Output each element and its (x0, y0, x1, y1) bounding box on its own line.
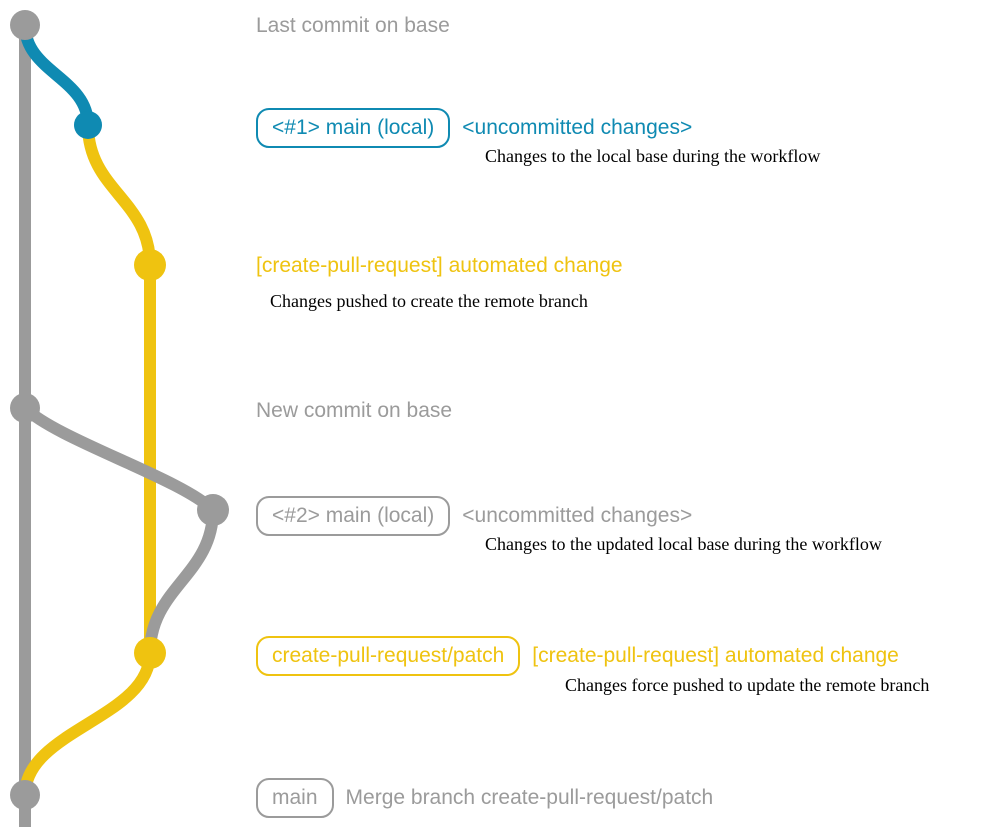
headline-merge-commit: Merge branch create-pull-request/patch (345, 786, 714, 809)
edge-patch-2-to-merge (19, 647, 156, 801)
row-local-uncommitted-1: <#1> main (local) <uncommitted changes> (256, 108, 692, 148)
row-automated-change-create: [create-pull-request] automated change (256, 254, 623, 278)
description-automated-change-create: Changes pushed to create the remote bran… (270, 291, 588, 311)
badge-main-local-2[interactable]: <#2> main (local) (256, 496, 451, 536)
headline-last-commit-on-base: Last commit on base (256, 14, 450, 37)
edge-local-1-to-patch-1 (82, 119, 156, 271)
headline-automated-change-update: [create-pull-request] automated change (532, 644, 899, 667)
node-patch-1[interactable] (134, 249, 166, 281)
row-local-uncommitted-2: <#2> main (local) <uncommitted changes> (256, 496, 692, 536)
node-base-merge[interactable] (10, 780, 40, 810)
edge-local-2-to-patch-2 (144, 504, 219, 659)
description-local-uncommitted-1: Changes to the local base during the wor… (485, 146, 821, 166)
row-automated-change-update: create-pull-request/patch [create-pull-r… (256, 636, 899, 676)
headline-uncommitted-changes-2: <uncommitted changes> (462, 504, 693, 527)
node-base-last[interactable] (10, 10, 40, 40)
description-automated-change-update: Changes force pushed to update the remot… (565, 675, 930, 695)
badge-create-pull-request-patch[interactable]: create-pull-request/patch (256, 636, 521, 676)
edge-base-new-to-local-2 (19, 402, 219, 516)
badge-main-local-1[interactable]: <#1> main (local) (256, 108, 451, 148)
headline-uncommitted-changes-1: <uncommitted changes> (462, 116, 693, 139)
row-merge-commit: main Merge branch create-pull-request/pa… (256, 778, 713, 818)
badge-main[interactable]: main (256, 778, 334, 818)
node-local-2[interactable] (197, 494, 229, 526)
headline-new-commit-on-base: New commit on base (256, 399, 453, 422)
description-local-uncommitted-2: Changes to the updated local base during… (485, 534, 882, 554)
node-patch-2[interactable] (134, 637, 166, 669)
row-last-commit-on-base: Last commit on base (256, 14, 450, 38)
headline-automated-change-create: [create-pull-request] automated change (256, 254, 623, 277)
row-new-commit-on-base: New commit on base (256, 399, 452, 423)
node-local-1[interactable] (74, 111, 102, 139)
node-base-new[interactable] (10, 393, 40, 423)
